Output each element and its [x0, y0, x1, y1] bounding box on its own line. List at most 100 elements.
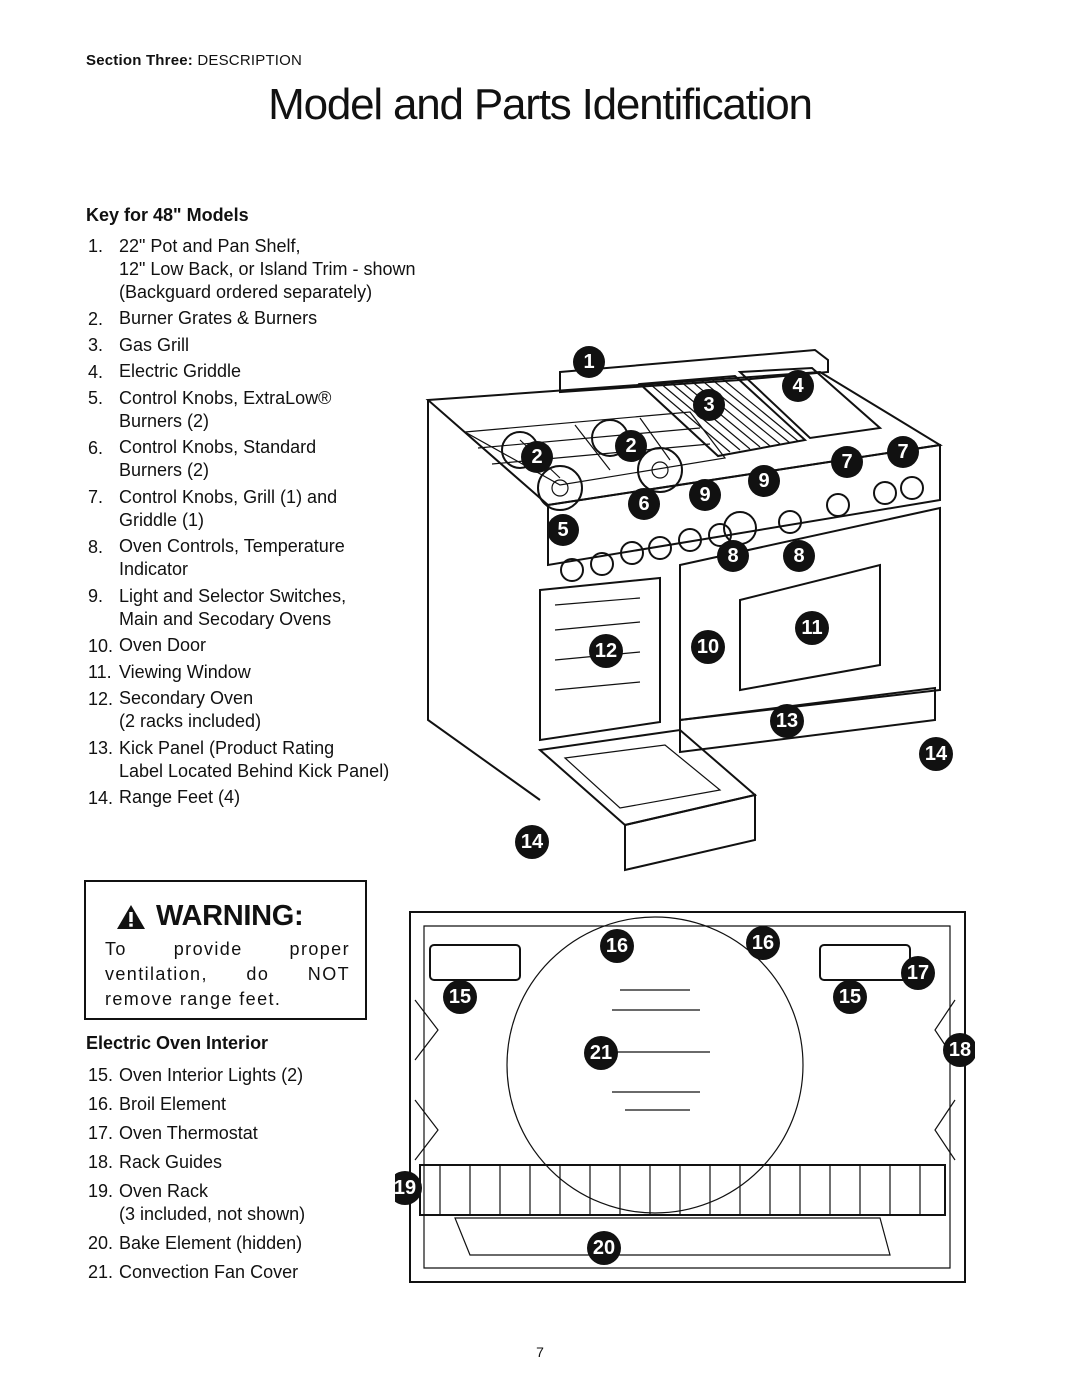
svg-text:16: 16 — [752, 932, 774, 954]
callout-10: 10 — [691, 630, 725, 664]
list-item-text: Light and Selector Switches, Main and Se… — [119, 585, 347, 629]
secondary-oven — [539, 576, 661, 742]
callout-17: 17 — [901, 956, 935, 990]
warning-title-text: WARNING: — [156, 900, 304, 932]
callout-14: 14 — [919, 737, 953, 771]
callout-5: 5 — [547, 514, 579, 546]
list-item-number: 7. — [88, 487, 104, 507]
list-item: 10.Oven Door — [88, 633, 448, 660]
list-item-text: Oven Interior Lights (2) — [119, 1064, 304, 1085]
warning-title: WARNING: — [116, 900, 304, 933]
list-item-text: Control Knobs, ExtraLow® Burners (2) — [119, 387, 332, 431]
control-panel — [547, 443, 941, 567]
svg-text:2: 2 — [625, 435, 636, 457]
svg-text:16: 16 — [606, 935, 628, 957]
callout-3: 3 — [693, 389, 725, 421]
svg-text:15: 15 — [839, 986, 861, 1008]
list-item-text: Electric Griddle — [119, 361, 242, 381]
svg-text:20: 20 — [593, 1237, 615, 1259]
list-item-number: 5. — [88, 388, 104, 408]
list-item-text: Rack Guides — [119, 1151, 223, 1172]
list-item: 11. Viewing Window — [88, 659, 448, 686]
callout-11: 11 — [795, 611, 829, 645]
callout-8: 8 — [717, 540, 749, 572]
callout-16: 16 — [746, 926, 780, 960]
list-item-text: 22" Pot and Pan Shelf, 12" Low Back, or … — [119, 235, 416, 302]
list-item: 14.Range Feet (4) — [88, 785, 448, 812]
viewing-window — [739, 563, 881, 692]
warning-text: To provide proper ventilation, do NOT re… — [105, 939, 350, 1009]
key-list: 1. 22" Pot and Pan Shelf, 12" Low Back, o… — [88, 233, 448, 811]
list-item: 18.Rack Guides — [88, 1149, 388, 1176]
svg-text:9: 9 — [758, 470, 769, 492]
callout-6: 6 — [628, 488, 660, 520]
list-item-number: 20. — [88, 1233, 114, 1253]
callout-21: 21 — [584, 1036, 618, 1070]
list-item: 4. Electric Griddle — [88, 359, 448, 386]
page-number: 7 — [536, 1344, 544, 1360]
list-item-number: 2. — [88, 308, 104, 329]
callout-9: 9 — [748, 465, 780, 497]
section-label-bold: Section Three: — [86, 52, 193, 69]
svg-text:13: 13 — [776, 710, 798, 732]
list-item-text: Gas Grill — [119, 334, 190, 355]
callout-7: 7 — [887, 436, 919, 468]
oven-cavity — [409, 911, 966, 1283]
list-item-text: Control Knobs, Grill (1) and Griddle (1) — [119, 486, 338, 530]
convection-fan-back — [506, 916, 804, 1214]
list-item-text: Oven Door — [119, 635, 207, 655]
oven-rack — [419, 1164, 946, 1216]
list-item-number: 11. — [88, 662, 112, 682]
list-item-text: Secondary Oven (2 racks included) — [119, 688, 262, 731]
oven-interior-list: 15.Oven Interior Lights (2)16.Broil Elem… — [88, 1062, 388, 1288]
list-item-number: 6. — [88, 437, 104, 458]
list-item-text: Control Knobs, Standard Burners (2) — [119, 437, 317, 480]
oven-door — [679, 506, 941, 722]
oven-racks — [554, 597, 641, 691]
callout-15: 15 — [833, 980, 867, 1014]
svg-text:2: 2 — [531, 446, 542, 468]
svg-text:14: 14 — [521, 831, 544, 853]
list-item-number: 4. — [88, 361, 104, 382]
svg-text:5: 5 — [557, 519, 568, 541]
callout-2: 2 — [521, 441, 553, 473]
svg-text:21: 21 — [590, 1042, 612, 1064]
list-item-number: 15. — [88, 1065, 114, 1085]
list-item: 1. 22" Pot and Pan Shelf, 12" Low Back, o… — [88, 233, 448, 306]
callout-14: 14 — [515, 825, 549, 859]
callout-9: 9 — [689, 479, 721, 511]
list-item: 8.Oven Controls, Temperature Indicator — [88, 534, 448, 584]
kick-panel — [679, 686, 936, 754]
list-item-number: 21. — [88, 1262, 114, 1282]
svg-text:15: 15 — [449, 986, 471, 1008]
list-item-number: 18. — [88, 1152, 114, 1172]
svg-text:9: 9 — [699, 484, 710, 506]
svg-text:12: 12 — [595, 640, 617, 662]
list-item-text: Burner Grates & Burners — [119, 308, 318, 328]
warning-triangle-icon — [117, 904, 145, 929]
list-item: 17.Oven Thermostat — [88, 1120, 388, 1147]
list-item-number: 14. — [88, 787, 114, 808]
range-left-side — [427, 400, 541, 801]
list-item-number: 3. — [88, 335, 104, 355]
svg-text:7: 7 — [897, 441, 908, 463]
list-item-number: 17. — [88, 1123, 114, 1143]
callout-4: 4 — [782, 370, 814, 402]
rack-guides — [414, 999, 956, 1161]
list-item: 13.Kick Panel (Product Rating Label Loca… — [88, 735, 448, 785]
callout-15: 15 — [443, 980, 477, 1014]
svg-text:11: 11 — [801, 617, 822, 639]
list-item-number: 1. — [88, 236, 104, 256]
oven-interior-heading: Electric Oven Interior — [86, 1033, 269, 1053]
svg-text:6: 6 — [638, 493, 649, 515]
list-item-text: Oven Rack (3 included, not shown) — [119, 1180, 306, 1224]
oven-callouts: 15 15 16 16 17 18 19 20 21 — [395, 926, 975, 1265]
svg-text:7: 7 — [841, 451, 852, 473]
low-back-trim — [559, 348, 829, 394]
list-item: 12.Secondary Oven (2 racks included) — [88, 686, 448, 736]
callout-7: 7 — [831, 446, 863, 478]
list-item-text: Viewing Window — [119, 661, 251, 682]
callout-1: 1 — [573, 346, 605, 378]
list-item: 7. Control Knobs, Grill (1) and Griddle (… — [88, 484, 448, 534]
svg-text:10: 10 — [697, 636, 719, 658]
